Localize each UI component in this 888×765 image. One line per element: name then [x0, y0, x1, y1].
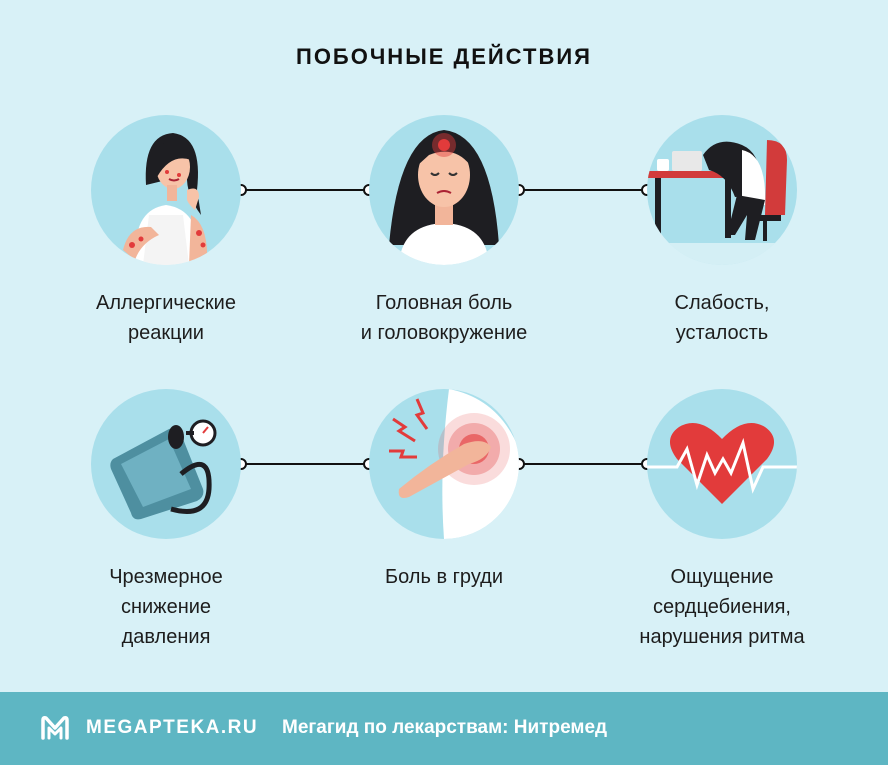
label-line: Боль в груди — [384, 566, 503, 588]
label-line: реакции — [128, 322, 204, 344]
heartbeat-icon — [647, 389, 797, 539]
blood-pressure-monitor-icon — [91, 389, 241, 539]
label-line: и головокружение — [360, 322, 528, 344]
label-line: снижение — [120, 596, 212, 618]
label-low-pressure: Чрезмерное снижение давления — [46, 562, 286, 652]
chest-pain-icon — [369, 389, 519, 539]
label-chest-pain: Боль в груди — [324, 562, 564, 592]
page-title: ПОБОЧНЫЕ ДЕЙСТВИЯ — [296, 44, 592, 69]
label-line: усталость — [675, 322, 769, 344]
label-line: Аллергические — [96, 292, 236, 314]
label-line: Слабость, — [674, 292, 770, 314]
label-line: Головная боль — [375, 292, 513, 314]
footer-tagline: Мегагид по лекарствам: Нитремед — [282, 717, 608, 738]
label-line: нарушения ритма — [639, 626, 805, 648]
tired-worker-icon — [647, 115, 797, 265]
label-allergy: Аллергические реакции — [46, 288, 286, 348]
label-line: Ощущение — [670, 566, 774, 588]
label-heartbeat: Ощущение сердцебиения, нарушения ритма — [602, 562, 842, 652]
label-line: сердцебиения, — [653, 596, 791, 618]
megapteka-logo-icon — [41, 716, 69, 740]
label-weakness: Слабость, усталость — [602, 288, 842, 348]
headache-woman-icon — [369, 115, 519, 265]
label-line: Чрезмерное — [109, 566, 223, 588]
label-headache: Головная боль и головокружение — [324, 288, 564, 348]
brand-link[interactable]: MEGAPTEKA.RU — [86, 717, 259, 738]
allergy-woman-icon — [91, 115, 241, 265]
label-line: давления — [121, 626, 211, 648]
footer-bar: MEGAPTEKA.RU Мегагид по лекарствам: Нитр… — [0, 692, 888, 765]
